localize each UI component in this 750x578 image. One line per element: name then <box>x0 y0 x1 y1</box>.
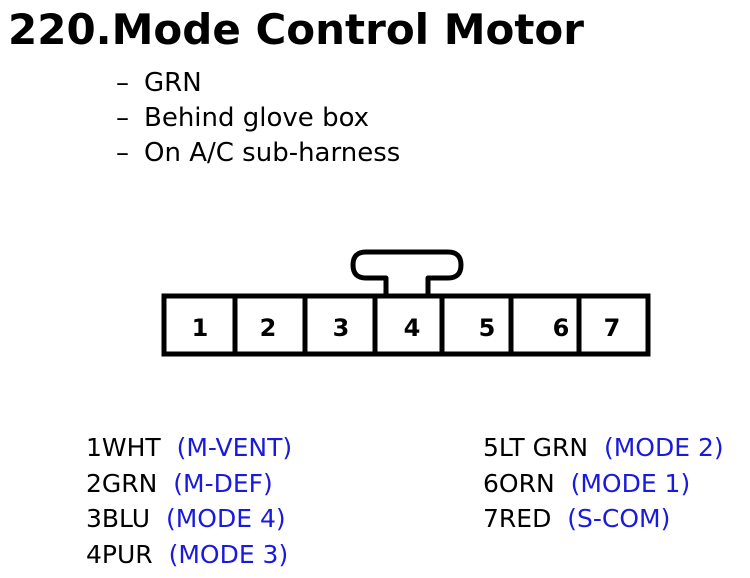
page-title: 220.Mode Control Motor <box>8 5 584 54</box>
connector-notes: –GRN –Behind glove box –On A/C sub-harne… <box>116 66 400 171</box>
note-dash: – <box>116 138 129 168</box>
wire-code: 5LT GRN <box>483 433 589 462</box>
pin-label: 4 <box>404 314 421 342</box>
legend-row: 3BLU (MODE 4) <box>86 501 292 537</box>
note-text: On A/C sub-harness <box>144 138 401 168</box>
wire-code: 4PUR <box>86 539 153 569</box>
pin-label: 7 <box>604 314 621 342</box>
wire-function: (MODE 3) <box>168 539 289 569</box>
legend-row: 4PUR (MODE 3) <box>86 537 292 573</box>
pin-label: 2 <box>260 314 277 342</box>
note-item: –GRN <box>116 66 400 101</box>
note-dash: – <box>116 103 129 133</box>
note-dash: – <box>116 68 129 98</box>
connector-lock-tab <box>350 249 464 296</box>
legend-row: 7RED (S-COM) <box>483 501 724 537</box>
wire-function: (MODE 1) <box>570 468 691 498</box>
wire-function: (MODE 2) <box>603 433 724 462</box>
pinout-legend-right: 5LT GRN (MODE 2) 6ORN (MODE 1) 7RED (S-C… <box>483 430 724 537</box>
wire-code: 2GRN <box>86 468 158 498</box>
note-item: –Behind glove box <box>116 101 400 136</box>
note-text: GRN <box>144 68 202 98</box>
wire-function: (M-VENT) <box>176 433 293 462</box>
legend-row: 2GRN (M-DEF) <box>86 466 292 502</box>
wire-code: 7RED <box>483 504 552 533</box>
pin-label: 3 <box>333 314 350 342</box>
pin-label: 6 <box>553 314 570 342</box>
legend-row: 5LT GRN (MODE 2) <box>483 430 724 466</box>
note-text: Behind glove box <box>144 103 370 133</box>
pinout-legend-left: 1WHT (M-VENT) 2GRN (M-DEF) 3BLU (MODE 4)… <box>86 430 292 572</box>
wire-code: 6ORN <box>483 468 555 498</box>
legend-row: 6ORN (MODE 1) <box>483 466 724 502</box>
wire-function: (S-COM) <box>567 504 671 533</box>
wire-function: (MODE 4) <box>165 504 286 533</box>
wire-code: 1WHT <box>86 433 161 462</box>
connector-body <box>161 293 651 357</box>
pin-label: 5 <box>479 314 496 342</box>
wire-function: (M-DEF) <box>173 468 273 498</box>
wire-code: 3BLU <box>86 504 151 533</box>
pin-label: 1 <box>192 314 209 342</box>
note-item: –On A/C sub-harness <box>116 136 400 171</box>
legend-row: 1WHT (M-VENT) <box>86 430 292 466</box>
